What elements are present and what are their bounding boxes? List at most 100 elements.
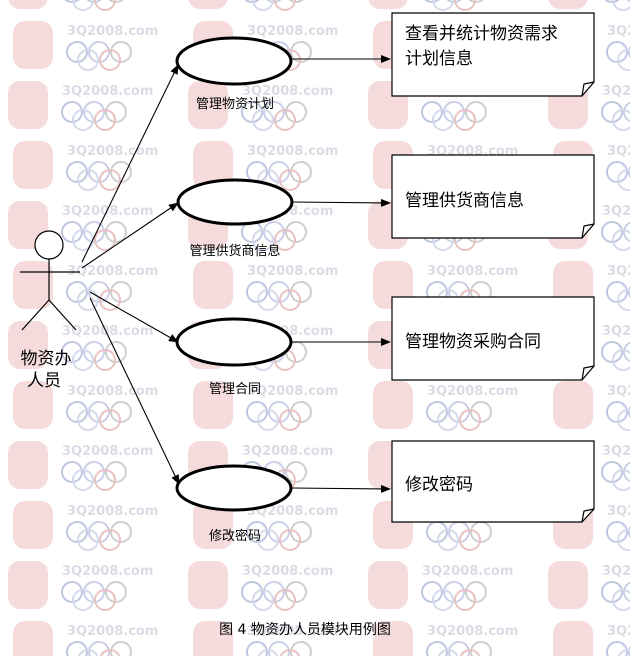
watermark-ring-icon bbox=[268, 401, 290, 423]
watermark-ring-icon bbox=[246, 281, 268, 303]
watermark-ring-icon bbox=[628, 525, 630, 539]
watermark-ring-icon bbox=[437, 529, 459, 551]
watermark-ring-icon bbox=[72, 229, 94, 251]
watermark-text: 3Q2008.com bbox=[607, 504, 630, 519]
association-line bbox=[81, 202, 179, 269]
watermark-ring-icon bbox=[290, 281, 312, 303]
watermark-ring-icon bbox=[263, 221, 285, 243]
watermark-text: 3Q2008.com bbox=[62, 324, 153, 339]
watermark-tile: 3Q2008.com bbox=[368, 0, 484, 11]
watermark-tile: 3Q2008.com bbox=[8, 201, 153, 251]
watermark-emblem-icon bbox=[13, 621, 53, 656]
watermark-text: 3Q2008.com bbox=[62, 84, 153, 99]
watermark-ring-icon bbox=[77, 289, 99, 311]
watermark-ring-icon bbox=[606, 161, 628, 183]
watermark-ring-icon bbox=[285, 581, 307, 603]
watermark-ring-icon bbox=[617, 649, 630, 656]
watermark-emblem-icon bbox=[188, 561, 228, 609]
watermark-ring-icon bbox=[448, 521, 470, 543]
watermark-tile: 3Q2008.com bbox=[548, 0, 630, 11]
watermark-text: 3Q2008.com bbox=[427, 384, 518, 399]
watermark-ring-icon bbox=[110, 161, 132, 183]
watermark-ring-icon bbox=[252, 589, 274, 611]
watermark-ring-icon bbox=[83, 101, 105, 123]
watermark-ring-icon bbox=[285, 101, 307, 123]
watermark-ring-icon bbox=[83, 461, 105, 483]
use-case-arrow bbox=[290, 484, 391, 493]
watermark-ring-icon bbox=[88, 641, 110, 656]
watermark-ring-icon bbox=[421, 581, 443, 603]
watermark-ring-icon bbox=[443, 581, 465, 603]
watermark-ring-icon bbox=[446, 0, 462, 3]
note-fold bbox=[581, 223, 595, 239]
watermark-ring-icon bbox=[288, 0, 304, 3]
watermark-ring-icon bbox=[290, 41, 312, 63]
watermark-tile: 3Q2008.com bbox=[193, 501, 338, 551]
watermark-ring-icon bbox=[246, 161, 268, 183]
use-case-3: 管理合同 管理物资采购合同 bbox=[175, 296, 595, 397]
watermark-ring-icon bbox=[623, 101, 630, 123]
watermark-ring-icon bbox=[263, 101, 285, 123]
use-case-ellipse bbox=[175, 317, 293, 367]
watermark-ring-icon bbox=[66, 521, 88, 543]
watermark-tile: 3Q2008.com bbox=[13, 261, 158, 311]
watermark-ring-icon bbox=[66, 401, 88, 423]
use-case-ellipse bbox=[176, 178, 294, 226]
watermark-ring-icon bbox=[612, 0, 630, 11]
watermark-ring-icon bbox=[268, 161, 290, 183]
watermark-ring-icon bbox=[88, 401, 110, 423]
watermark-ring-icon bbox=[105, 221, 127, 243]
watermark-ring-icon bbox=[465, 581, 487, 603]
watermark-text: 3Q2008.com bbox=[602, 444, 630, 459]
watermark-emblem-icon bbox=[548, 0, 588, 9]
watermark-tile: 3Q2008.com bbox=[13, 381, 158, 431]
watermark-tile: 3Q2008.com bbox=[8, 441, 153, 491]
watermark-ring-icon bbox=[94, 469, 116, 491]
watermark-ring-icon bbox=[470, 521, 492, 543]
watermark-ring-icon bbox=[94, 589, 116, 611]
watermark-ring-icon bbox=[88, 281, 110, 303]
watermark-ring-icon bbox=[448, 641, 470, 656]
watermark-ring-icon bbox=[606, 41, 628, 63]
watermark-ring-icon bbox=[601, 341, 623, 363]
watermark-text: 3Q2008.com bbox=[242, 564, 333, 579]
watermark-ring-icon bbox=[94, 229, 116, 251]
watermark-ring-icon bbox=[274, 109, 296, 131]
watermark-ring-icon bbox=[252, 0, 274, 11]
watermark-emblem-icon bbox=[193, 501, 233, 549]
watermark-ring-icon bbox=[94, 0, 116, 11]
watermark-ring-icon bbox=[83, 341, 105, 363]
watermark-text: 3Q2008.com bbox=[602, 324, 630, 339]
watermark-ring-icon bbox=[617, 49, 630, 71]
watermark-emblem-icon bbox=[193, 621, 233, 656]
watermark-ring-icon bbox=[86, 0, 102, 3]
watermark-ring-icon bbox=[454, 109, 476, 131]
watermark-ring-icon bbox=[274, 229, 296, 251]
watermark-ring-icon bbox=[606, 281, 628, 303]
watermark-tile: 3Q2008.com bbox=[193, 141, 338, 191]
watermark-ring-icon bbox=[61, 461, 83, 483]
watermark-ring-icon bbox=[257, 649, 279, 656]
note-text-line1: 查看并统计物资需求 bbox=[405, 24, 558, 44]
watermark-emblem-icon bbox=[13, 381, 53, 429]
watermark-ring-icon bbox=[448, 401, 470, 423]
watermark-ring-icon bbox=[606, 521, 628, 543]
watermark-text: 3Q2008.com bbox=[67, 384, 158, 399]
watermark-tile: 3Q2008.com bbox=[193, 381, 338, 431]
watermark-ring-icon bbox=[628, 285, 630, 299]
watermark-ring-icon bbox=[424, 0, 440, 3]
watermark-ring-icon bbox=[266, 0, 282, 3]
watermark-ring-icon bbox=[88, 161, 110, 183]
note-box bbox=[391, 154, 595, 239]
watermark-text: 3Q2008.com bbox=[62, 444, 153, 459]
watermark-ring-icon bbox=[601, 221, 623, 243]
watermark-ring-icon bbox=[454, 589, 476, 611]
note-text-line2: 计划信息 bbox=[405, 49, 473, 69]
watermark-ring-icon bbox=[64, 0, 80, 3]
watermark-ring-icon bbox=[244, 0, 260, 3]
watermark-ring-icon bbox=[279, 529, 301, 551]
watermark-ring-icon bbox=[290, 161, 312, 183]
note-fold bbox=[581, 365, 595, 381]
watermark-text: 3Q2008.com bbox=[607, 384, 630, 399]
use-case-label: 修改密码 bbox=[209, 528, 261, 544]
